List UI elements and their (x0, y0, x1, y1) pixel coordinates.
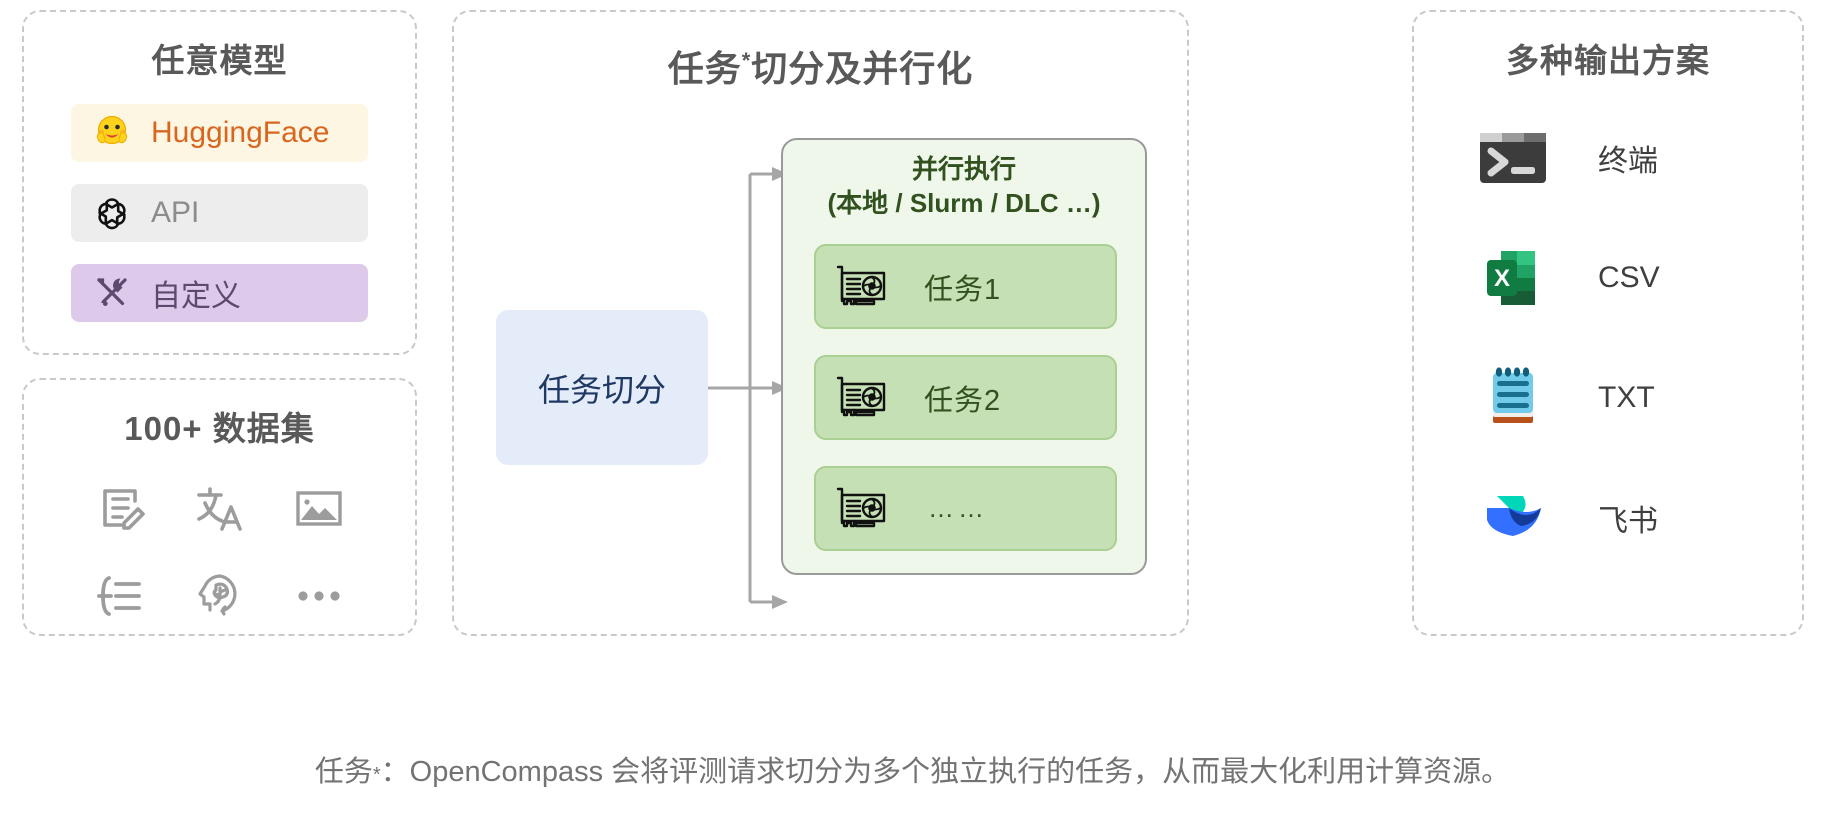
brain-head-icon[interactable] (188, 565, 250, 627)
panel-task-split-parallel: 任务*切分及并行化 任务切分 并行执行 (本地 / Slurm / DLC …) (452, 10, 1189, 636)
task-split-box[interactable]: 任务切分 (496, 310, 708, 465)
gpu-card-icon (832, 374, 890, 422)
image-icon[interactable] (288, 477, 350, 539)
task-split-label: 任务切分 (537, 371, 666, 408)
list-indent-icon[interactable] (89, 565, 151, 627)
panel-title-any-model: 任意模型 (151, 42, 288, 79)
ellipsis-icon[interactable] (288, 565, 350, 627)
caption-prefix: 任务 (314, 756, 373, 788)
task-label: …… (928, 493, 988, 523)
panel-datasets: 100+ 数据集 (22, 378, 417, 636)
model-option-label: 自定义 (151, 280, 241, 313)
output-option-label: TXT (1598, 381, 1655, 414)
output-option-csv[interactable]: X CSV (1476, 236, 1802, 320)
parallel-execution-title: 并行执行 (911, 154, 1016, 184)
parallel-execution-backends: (本地 / Slurm / DLC …) (827, 188, 1101, 218)
panel-any-model: 任意模型 HuggingFace (22, 10, 417, 355)
output-option-feishu[interactable]: 飞书 (1476, 476, 1802, 560)
output-option-label: 飞书 (1598, 505, 1658, 538)
model-option-custom[interactable]: 自定义 (71, 264, 368, 322)
output-option-list: 终端 X CSV (1414, 116, 1802, 560)
task-box[interactable]: …… (814, 466, 1117, 551)
wrench-screwdriver-icon (89, 270, 135, 316)
dataset-icon-grid (70, 464, 369, 640)
task-box[interactable]: 任务1 (814, 244, 1117, 329)
panel-output-options: 多种输出方案 终端 (1412, 10, 1804, 636)
task-label: 任务2 (924, 384, 1002, 417)
panel-title-pipeline: 任务*切分及并行化 (454, 40, 1187, 92)
output-option-txt[interactable]: TXT (1476, 356, 1802, 440)
translate-icon[interactable] (188, 477, 250, 539)
gpu-card-icon (832, 263, 890, 311)
gpu-card-icon (832, 485, 890, 533)
feishu-icon (1476, 484, 1550, 552)
arrow-head-3 (772, 595, 788, 609)
output-option-terminal[interactable]: 终端 (1476, 116, 1802, 200)
notepad-txt-icon (1476, 364, 1550, 432)
panel-title-datasets: 100+ 数据集 (124, 410, 315, 447)
pipeline-title-main: 任务 (667, 48, 742, 89)
task-box[interactable]: 任务2 (814, 355, 1117, 440)
svg-text:X: X (1494, 265, 1510, 292)
output-option-label: CSV (1598, 261, 1660, 294)
model-option-huggingface[interactable]: HuggingFace (71, 104, 368, 162)
output-option-label: 终端 (1598, 145, 1658, 178)
pipeline-title-rest: 切分及并行化 (751, 48, 974, 89)
terminal-icon (1476, 124, 1550, 192)
model-option-label: API (151, 196, 200, 229)
panel-title-outputs: 多种输出方案 (1506, 42, 1710, 79)
hugging-face-icon (89, 110, 135, 156)
footnote-caption: 任务*：OpenCompass 会将评测请求切分为多个独立执行的任务，从而最大化… (0, 748, 1825, 790)
pipeline-title-star: * (741, 48, 752, 73)
model-option-api[interactable]: API (71, 184, 368, 242)
task-label: 任务1 (924, 273, 1002, 306)
model-option-label: HuggingFace (151, 116, 330, 149)
caption-star: * (372, 764, 381, 786)
openai-icon (89, 190, 135, 236)
document-edit-icon[interactable] (89, 477, 151, 539)
excel-csv-icon: X (1476, 244, 1550, 312)
parallel-execution-box: 并行执行 (本地 / Slurm / DLC …) (781, 138, 1147, 575)
parallel-execution-heading: 并行执行 (本地 / Slurm / DLC …) (783, 140, 1145, 220)
caption-text: ：OpenCompass 会将评测请求切分为多个独立执行的任务，从而最大化利用计… (380, 756, 1511, 788)
